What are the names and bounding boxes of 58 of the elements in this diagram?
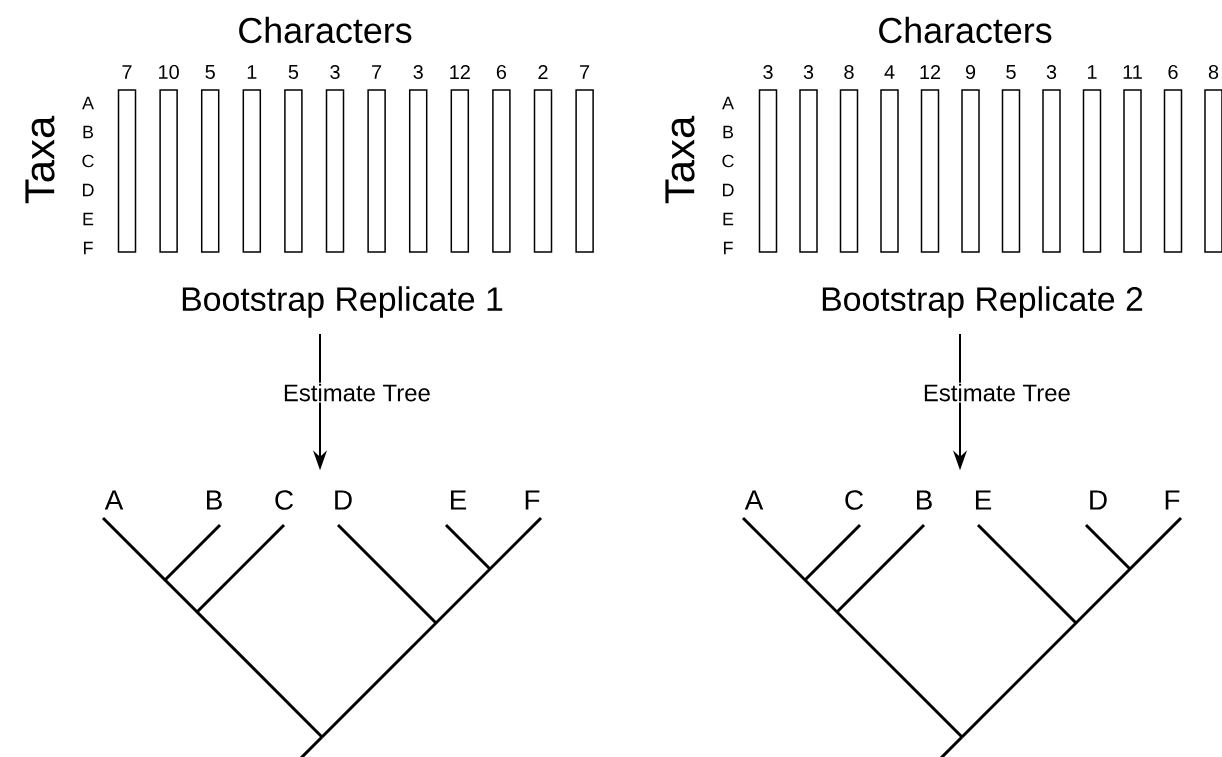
column-number: 3 [413,64,423,80]
column-number: 7 [122,65,132,79]
leaf-label: C [845,490,863,510]
column-number: 11 [1123,65,1142,79]
leaf-label: E [976,490,992,510]
row-label: F [724,241,733,255]
leaf-label: B [917,490,932,510]
column-number: 6 [496,64,507,80]
column-number: 5 [1006,65,1016,79]
row-label: C [722,154,734,168]
column-number: 1 [1088,65,1097,79]
row-label: C [82,154,94,168]
row-label: D [83,183,94,197]
column-number: 8 [844,64,854,80]
axis-label: Taxa [665,115,695,204]
column-number: 7 [372,65,382,79]
panel-caption: Bootstrap Replicate 2 [822,286,1143,318]
column-number: 7 [580,65,590,79]
axis-label: Taxa [25,115,55,204]
row-label: B [83,125,94,139]
column-number: 3 [1046,64,1057,80]
heading: Characters [879,16,1052,44]
row-label: D [723,183,734,197]
heading: Characters [239,16,412,44]
leaf-label: D [1090,490,1107,510]
row-label: E [83,212,94,226]
leaf-label: F [525,490,540,510]
leaf-label: B [207,490,222,510]
column-number: 6 [1168,64,1178,80]
leaf-label: F [1165,490,1180,510]
row-label: A [82,96,94,110]
column-number: 12 [450,65,470,79]
leaf-label: E [451,490,467,510]
leaf-label: A [744,490,764,510]
column-number: 12 [920,65,941,79]
tree-drawing [741,516,1183,757]
row-label: A [722,96,734,110]
column-number: 3 [330,64,340,80]
column-number: 8 [1208,64,1219,80]
column-number: 5 [288,65,299,79]
leaf-label: D [335,490,352,510]
column-number: 10 [159,64,179,80]
column-number: 4 [884,65,895,79]
leaf-label: A [104,490,124,510]
tree-drawing [101,516,543,757]
column-number: 1 [247,65,257,79]
edge-label: Estimate Tree [284,383,430,402]
column-number: 3 [803,64,814,80]
column-number: 3 [763,64,773,80]
row-label: E [723,212,734,226]
column-number: 2 [538,65,548,79]
row-label: F [84,241,93,255]
edge-label: Estimate Tree [924,383,1070,402]
column-number: 5 [205,65,215,79]
leaf-label: C [275,490,293,510]
column-number: 9 [965,64,976,80]
row-label: B [723,125,734,139]
panel-caption: Bootstrap Replicate 1 [182,286,503,318]
